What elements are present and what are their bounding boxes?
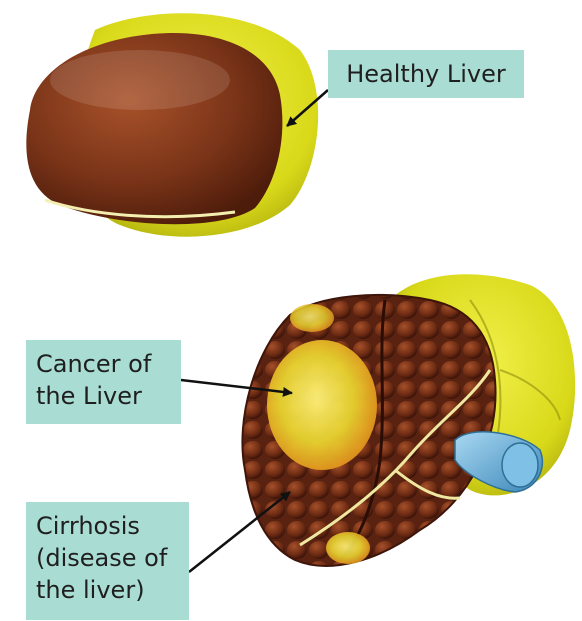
hepatic-vessel-opening bbox=[502, 443, 538, 487]
cirrhotic-liver-model bbox=[230, 274, 575, 580]
liver-tumor-mass bbox=[267, 340, 377, 470]
healthy-liver-highlight bbox=[50, 50, 230, 110]
callout-cancer-of-the-liver: Cancer of the Liver bbox=[26, 340, 181, 424]
liver-tumor-small bbox=[290, 304, 334, 332]
callout-cirrhosis: Cirrhosis (disease of the liver) bbox=[26, 502, 189, 620]
callout-healthy-liver: Healthy Liver bbox=[328, 50, 524, 98]
healthy-liver-model bbox=[26, 13, 318, 236]
liver-tumor-lower bbox=[326, 532, 370, 564]
